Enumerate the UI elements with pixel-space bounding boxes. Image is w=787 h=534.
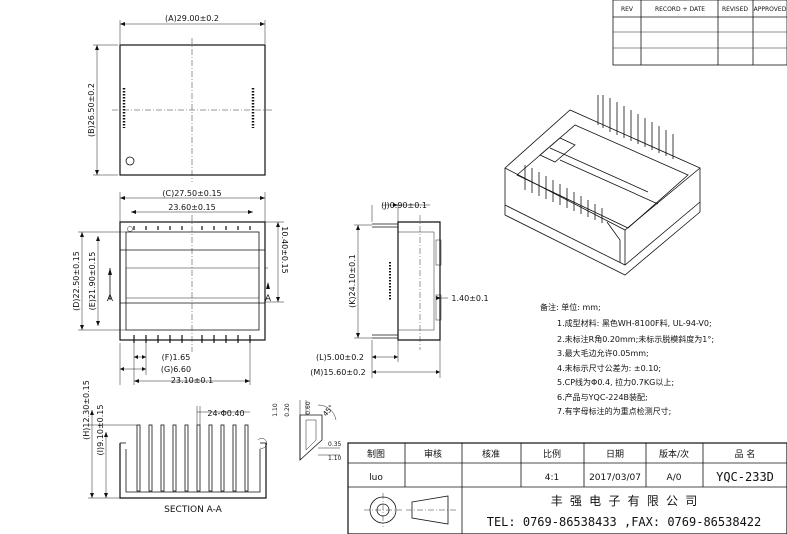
note-6: 6.产品与YQC-224B装配;	[557, 392, 648, 402]
rev-header-rev: REV	[621, 6, 634, 13]
notes-title: 备注: 单位: mm;	[540, 302, 601, 312]
dim-h: (H)12.30±0.15	[82, 380, 91, 440]
company-contact: TEL: 0769-86538433 ,FAX: 0769-86538422	[487, 515, 762, 529]
dim-c2: 23.60±0.15	[168, 203, 215, 212]
dim-j: (J)0.90±0.1	[381, 201, 427, 210]
dim-e: (E)21.90±0.15	[88, 252, 97, 311]
projection-symbol	[364, 493, 456, 527]
dim-pins: 24-Φ0.40	[207, 409, 244, 418]
note-3: 3.最大毛边允许0.05mm;	[557, 348, 649, 358]
tb-value-scale: 4:1	[545, 473, 559, 483]
note-5: 5.CP线为Φ0.4, 拉力0.7KG以上;	[557, 377, 674, 387]
detail-d3: 0.60	[305, 401, 312, 415]
dim-a: (A)29.00±0.2	[165, 14, 219, 23]
tb-value-drawn: luo	[369, 473, 383, 483]
tb-value-version: A/0	[667, 473, 682, 483]
dim-k: (K)24.10±0.1	[348, 254, 357, 308]
notes: 备注: 单位: mm; 1.成型材料: 黑色WH-8100F料, UL-94-V…	[540, 302, 714, 416]
tb-value-part-name: YQC-233D	[716, 470, 774, 484]
detail-d5: 0.35	[328, 441, 342, 448]
dim-b: (B)26.50±0.2	[87, 83, 96, 137]
dim-l: (L)5.00±0.2	[316, 353, 364, 362]
dim-pin: 1.40±0.1	[451, 294, 488, 303]
dim-d: (D)22.50±0.15	[72, 251, 81, 311]
dim-g: (G)6.60	[161, 365, 191, 374]
tb-header-checked: 审核	[424, 448, 442, 460]
note-4: 4.未标示尺寸公差为: ±0.10;	[557, 363, 661, 373]
section-label: SECTION A-A	[164, 505, 223, 515]
top-view: (A)29.00±0.2 (B)26.50±0.2	[87, 14, 272, 182]
rev-header-revised: REVISED	[722, 6, 748, 13]
section-mark-right: A	[265, 294, 272, 304]
detail-d6: 1.10	[328, 455, 342, 462]
tb-header-drawn: 制图	[367, 448, 385, 460]
title-block: 制图 审核 核准 比例 日期 版本/次 品 名 luo 4:1 2017/03/…	[347, 442, 787, 534]
note-7: 7.有字母标注的为重点检测尺寸;	[557, 406, 671, 416]
company-name: 丰 强 电 子 有 限 公 司	[551, 494, 698, 508]
side-view: (J)0.90±0.1 (K)24.10±0.1 1.40±0.1 (L)5.0…	[310, 201, 489, 378]
rev-header-approved: APPROVED	[754, 6, 787, 13]
note-2: 2.未标注R角0.20mm;未标示脱模斜度为1°;	[557, 334, 714, 344]
revision-table: REV RECORD + DATE REVISED APPROVED	[612, 0, 787, 66]
tb-header-date: 日期	[606, 449, 624, 460]
section-mark-left: A	[107, 294, 114, 304]
isometric-view	[504, 95, 701, 276]
section-view: 24-Φ0.40 (H)12.30±0.15 (I)9.10±0.15 SECT…	[82, 380, 267, 515]
dim-i: (I)9.10±0.15	[96, 405, 105, 456]
front-view: (C)27.50±0.15 23.60±0.15	[72, 189, 289, 385]
tb-header-version: 版本/次	[659, 448, 689, 460]
rev-header-record: RECORD + DATE	[655, 6, 705, 13]
detail-view: 1.10 0.20 0.60 45° 0.35 1.10	[272, 400, 342, 462]
detail-d1: 1.10	[272, 403, 279, 417]
note-1: 1.成型材料: 黑色WH-8100F料, UL-94-V0;	[557, 318, 712, 328]
dim-bottom: 23.10±0.1	[171, 376, 213, 385]
dim-m: (M)15.60±0.2	[310, 368, 365, 377]
dim-c: (C)27.50±0.15	[162, 189, 221, 198]
tb-value-date: 2017/03/07	[589, 473, 641, 483]
dim-f: (F)1.65	[162, 353, 191, 362]
tb-header-scale: 比例	[543, 448, 561, 460]
dim-right: 10.40±0.15	[280, 226, 289, 273]
tb-header-approved: 核准	[482, 448, 500, 460]
tb-header-part-name: 品 名	[735, 448, 756, 460]
detail-d2: 0.20	[284, 403, 291, 417]
